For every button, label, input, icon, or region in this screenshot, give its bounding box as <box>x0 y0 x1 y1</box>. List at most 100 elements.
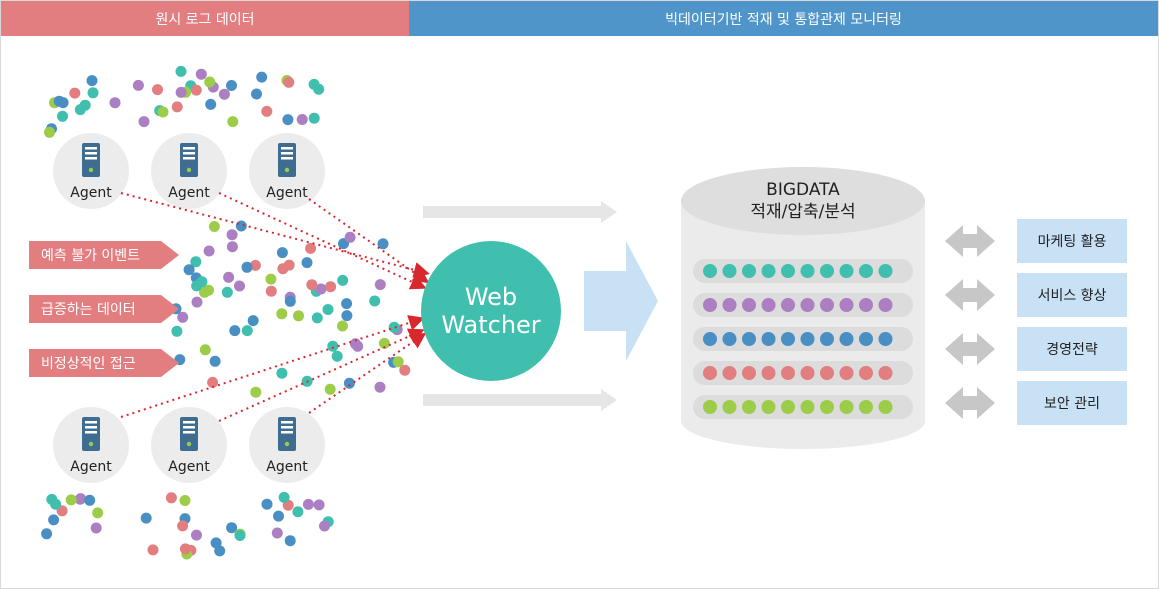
log-dot <box>138 116 150 128</box>
data-row-dot <box>859 400 873 414</box>
server-slot <box>281 152 293 155</box>
log-dot <box>171 101 183 113</box>
data-row-dot <box>722 298 737 312</box>
log-dot <box>271 527 283 539</box>
agent-connection-lines <box>120 192 430 422</box>
event-abnormal-access: 비정상적인 접근 <box>41 356 136 372</box>
server-slot <box>85 157 97 160</box>
server-slot <box>85 421 97 424</box>
data-row-dot <box>820 400 834 414</box>
server-body <box>82 143 100 177</box>
log-dot <box>53 95 65 107</box>
server-led <box>88 167 94 173</box>
log-dot <box>210 537 222 549</box>
log-dot <box>292 506 304 518</box>
event-surge-data: 급증하는 데이터 <box>41 302 136 318</box>
log-dot <box>324 383 336 395</box>
data-row-dot <box>703 264 717 278</box>
double-arrow-icon <box>945 279 995 311</box>
log-dot <box>241 261 253 273</box>
log-dot <box>265 273 277 285</box>
log-dot <box>276 367 288 379</box>
agent-node <box>249 407 325 483</box>
log-dot <box>152 84 163 96</box>
data-row-dot <box>781 298 795 312</box>
log-dot <box>57 110 68 122</box>
log-particles <box>41 65 411 560</box>
data-row-dot <box>878 366 893 380</box>
server-led <box>88 441 94 447</box>
log-dot <box>84 494 96 506</box>
log-dot <box>221 286 233 298</box>
log-dot <box>399 364 411 376</box>
data-row-dot <box>703 366 717 380</box>
log-dot <box>250 386 262 398</box>
log-dot <box>261 498 273 510</box>
web-watcher-line2: Watcher <box>441 311 541 339</box>
server-led <box>186 167 192 173</box>
bigdata-title-line2: 적재/압축/분석 <box>750 202 856 222</box>
bigdata-cylinder <box>681 167 925 449</box>
log-dot <box>48 514 60 526</box>
log-dot <box>273 510 284 522</box>
log-dot <box>343 377 355 389</box>
data-row-dot <box>761 298 776 312</box>
event-arrows <box>29 241 179 377</box>
log-dot <box>109 97 121 109</box>
server-slot <box>183 421 195 424</box>
raw-log-header: 원시 로그 데이터 <box>1 1 409 36</box>
data-row-dot <box>800 264 815 278</box>
data-flow-arrows <box>421 201 658 411</box>
server-slot <box>183 426 195 429</box>
log-dot <box>261 105 273 117</box>
web-watcher-circle <box>421 241 561 381</box>
server-body <box>82 417 100 451</box>
log-dot <box>293 310 304 322</box>
data-row-dot <box>820 332 834 346</box>
log-dot <box>374 279 386 291</box>
log-dot <box>283 76 295 88</box>
log-dot <box>199 344 211 356</box>
log-dot <box>165 492 177 504</box>
log-dot <box>191 296 203 308</box>
server-slot <box>85 147 97 150</box>
log-dot <box>41 528 53 540</box>
server-led <box>284 167 290 173</box>
gray-flow-arrow <box>423 389 617 411</box>
log-dot <box>277 263 289 275</box>
data-row-dot <box>722 332 737 346</box>
log-dot <box>247 315 259 327</box>
log-dot <box>306 279 318 291</box>
data-row-dot <box>761 366 776 380</box>
log-dot <box>92 507 104 519</box>
log-dot <box>319 520 330 532</box>
log-dot <box>203 284 214 296</box>
server-body <box>180 143 198 177</box>
server-slot <box>85 426 97 429</box>
log-dot <box>223 271 235 283</box>
server-slot <box>85 152 97 155</box>
log-dot <box>284 535 296 547</box>
log-dot <box>79 99 91 111</box>
log-dot <box>325 281 337 293</box>
agent-node <box>151 407 227 483</box>
server-led <box>186 441 192 447</box>
server-slot <box>183 157 195 160</box>
log-dot <box>46 493 58 505</box>
log-dot <box>331 350 343 362</box>
data-row-dot <box>878 332 893 346</box>
log-dot <box>234 280 245 292</box>
log-dot <box>377 238 389 250</box>
log-dot <box>157 106 169 118</box>
log-dot <box>341 298 353 310</box>
log-dot <box>177 311 189 323</box>
log-dot <box>175 65 187 77</box>
log-dot <box>204 76 216 88</box>
dotted-connection <box>308 332 427 414</box>
log-dot <box>301 257 313 269</box>
server-slot <box>85 431 97 434</box>
web-watcher-line1: Web <box>464 283 518 311</box>
log-dot <box>226 241 238 253</box>
data-row-dot <box>703 400 717 414</box>
double-arrow-icon <box>945 387 995 419</box>
